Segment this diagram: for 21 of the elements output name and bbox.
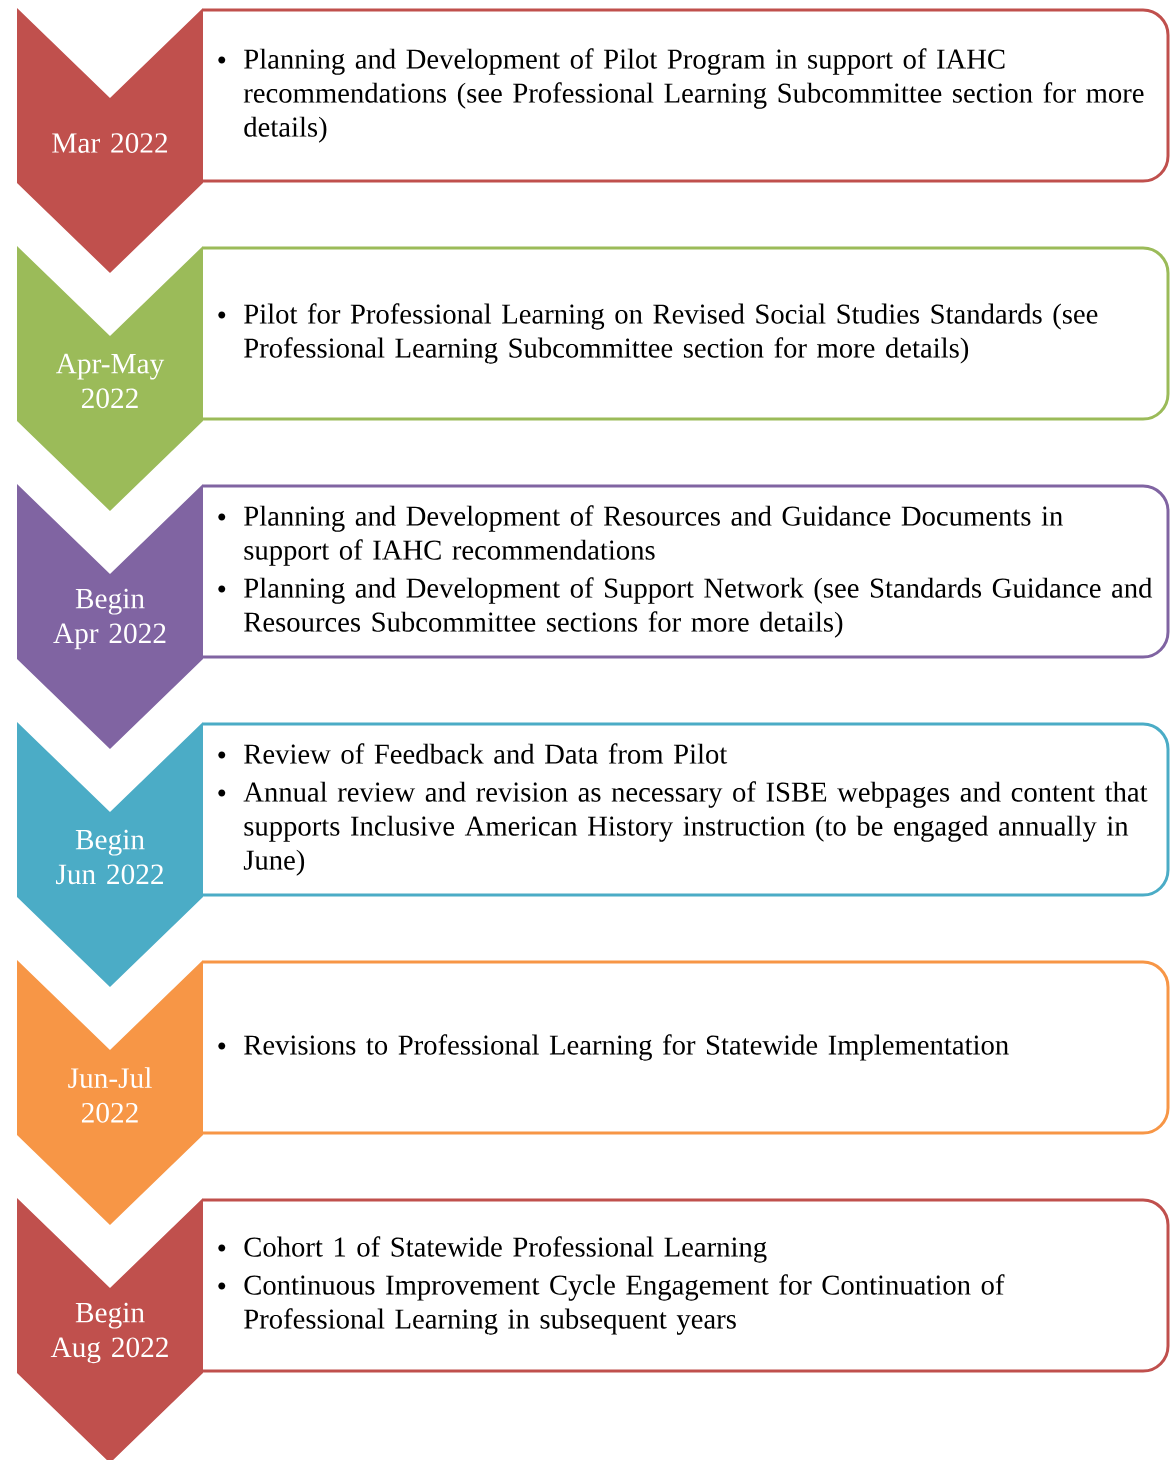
chevron-date: Apr-May 2022 bbox=[17, 246, 203, 511]
chevron-date: Begin Aug 2022 bbox=[17, 1198, 203, 1460]
bullet-text: Cohort 1 of Statewide Professional Learning bbox=[244, 1236, 767, 1263]
bullet-text: Continuous Improvement Cycle Engagement for Continuation of Professional Learning in subsequent years bbox=[244, 1274, 1005, 1335]
bullet-text: Review of Feedback and Data from Pilot bbox=[244, 743, 728, 764]
bullet-text: Planning and Development of Resources and Guidance Documents in support of IAHC recommendations bbox=[244, 505, 1063, 566]
timeline-box bbox=[203, 484, 1170, 659]
bullet-text: Planning and Development of Pilot Program in support of IAHC recommendations (see Professional Learning Subcommittee section for more details) bbox=[243, 48, 1144, 143]
bullet-text: Planning and Development of Support Network (see Standards Guidance and Resources Subcommittee sections for more details) bbox=[244, 577, 1153, 638]
bullet-text: Pilot for Professional Learning on Revised Social Studies Standards (see Professional Learning Subcommittee section for more details) bbox=[244, 303, 1098, 364]
timeline-box bbox=[203, 960, 1170, 1135]
chevron-date: Begin Apr 2022 bbox=[17, 484, 203, 749]
bullet-text: Annual review and revision as necessary of ISBE webpages and content that supports Inclusive American History instruction (to be engaged annually in June) bbox=[243, 781, 1148, 876]
chevron-date: Begin Jun 2022 bbox=[17, 722, 203, 987]
chevron-date: Mar 2022 bbox=[17, 8, 203, 273]
timeline-box bbox=[203, 1198, 1170, 1373]
timeline-box bbox=[203, 722, 1170, 897]
bullet-text: Revisions to Professional Learning for Statewide Implementation bbox=[244, 1034, 1009, 1061]
timeline-box bbox=[203, 246, 1170, 421]
timeline-box bbox=[203, 8, 1170, 183]
chevron-date: Jun-Jul 2022 bbox=[17, 960, 203, 1225]
